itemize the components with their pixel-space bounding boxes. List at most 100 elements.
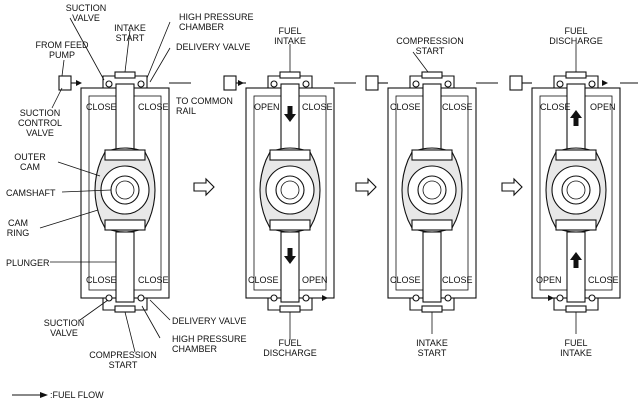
cam-ring-bottom-shoe — [411, 219, 453, 231]
leader-line-6 — [51, 87, 63, 109]
label-high-pressure-chamber-line-2: CHAMBER — [179, 22, 225, 32]
upper-delivery-valve — [302, 80, 310, 88]
stage-transition-arrows — [76, 80, 608, 301]
label-to-common-rail-line-1: TO COMMON — [176, 96, 233, 106]
label-delivery-valve-bottom-line-1: DELIVERY VALVE — [172, 316, 246, 326]
lower-suction-valve — [270, 294, 278, 302]
camshaft — [561, 175, 591, 205]
bottom-cap — [421, 305, 443, 313]
upper-suction-valve — [270, 80, 278, 88]
lower-delivery-valve — [137, 294, 145, 302]
leader-line-8 — [61, 189, 112, 193]
leader-line-5 — [61, 59, 65, 77]
upper-plunger — [115, 83, 135, 151]
cam-ring-bottom-shoe — [104, 219, 146, 231]
label-intake-start-line-2: START — [116, 33, 145, 43]
valve-state-14: OPEN — [590, 102, 616, 112]
label-suction-valve-bottom-line-1: SUCTION — [44, 318, 85, 328]
cam-ring-top-shoe — [104, 149, 146, 161]
label-compression-start-top-line-2: START — [416, 46, 445, 56]
pump-stage-3 — [365, 71, 498, 313]
valve-state-7: CLOSE — [248, 275, 279, 285]
label-outer-cam-line-1: OUTER — [14, 152, 46, 162]
upper-suction-valve — [105, 80, 113, 88]
upper-delivery-valve — [588, 80, 596, 88]
top-cap — [114, 71, 136, 79]
label-intake-start-bottom-line-2: START — [418, 348, 447, 358]
label-intake-start-line-1: INTAKE — [114, 23, 146, 33]
upper-suction-valve — [412, 80, 420, 88]
feed-flow-arrow-1 — [76, 80, 82, 86]
valve-state-6: CLOSE — [302, 102, 333, 112]
valve-state-3: CLOSE — [86, 275, 117, 285]
label-suction-control-valve-line-3: VALVE — [26, 128, 54, 138]
label-high-pressure-chamber-line-1: HIGH PRESSURE — [179, 12, 254, 22]
label-delivery-valve-line-1: DELIVERY VALVE — [176, 42, 250, 52]
label-high-pressure-chamber-bottom-line-2: CHAMBER — [172, 344, 218, 354]
leader-line-14 — [124, 311, 136, 353]
valve-state-1: CLOSE — [86, 102, 117, 112]
top-cap — [565, 71, 587, 79]
top-cap — [421, 71, 443, 79]
upper-delivery-valve — [444, 80, 452, 88]
suction-control-valve — [223, 75, 237, 91]
leader-line-11 — [79, 299, 109, 321]
lower-suction-valve — [556, 294, 564, 302]
camshaft-core — [115, 180, 135, 200]
lower-plunger — [115, 231, 135, 303]
cam-ring-bottom-shoe — [555, 219, 597, 231]
rail-flow-arrow-4 — [602, 80, 608, 86]
stage2-intake-arrow-shaft — [287, 106, 293, 114]
label-camshaft-line-1: CAMSHAFT — [6, 188, 56, 198]
cam-ring-top-shoe — [411, 149, 453, 161]
label-suction-control-valve-line-1: SUCTION — [20, 108, 61, 118]
valve-state-5: OPEN — [254, 102, 280, 112]
upper-plunger — [422, 83, 442, 151]
lower-delivery-valve — [588, 294, 596, 302]
top-cap — [279, 71, 301, 79]
label-fuel-intake-bottom-line-2: INTAKE — [560, 348, 592, 358]
camshaft — [110, 175, 140, 205]
stage4-discharge-arrow-shaft — [573, 118, 579, 126]
stage-transition-arrow-3 — [501, 177, 523, 197]
stage2-discharge-arrow-head — [284, 256, 296, 264]
leader-line-13 — [141, 305, 161, 339]
label-from-feed-pump-line-2: PUMP — [49, 50, 75, 60]
bottom-cap — [565, 305, 587, 313]
valve-state-8: OPEN — [302, 275, 328, 285]
label-compression-start-line-2: START — [109, 360, 138, 370]
label-intake-start-bottom-line-1: INTAKE — [416, 338, 448, 348]
valve-state-12: CLOSE — [442, 275, 473, 285]
bottom-cap — [279, 305, 301, 313]
label-suction-valve-line-2: VALVE — [72, 13, 100, 23]
lower-plunger — [422, 231, 442, 303]
label-fuel-discharge-line-2: DISCHARGE — [263, 348, 317, 358]
label-compression-start-line-1: COMPRESSION — [89, 350, 157, 360]
leader-line-2 — [124, 29, 131, 73]
label-delivery-valve: DELIVERY VALVE — [176, 42, 250, 52]
valve-state-4: CLOSE — [138, 275, 169, 285]
label-fuel-discharge-top-line-1: FUEL — [564, 26, 587, 36]
feed-flow-arrow-4 — [548, 295, 554, 301]
label-delivery-valve-bottom: DELIVERY VALVE — [172, 316, 246, 326]
stage2-intake-arrow-head — [284, 114, 296, 122]
lower-delivery-valve — [444, 294, 452, 302]
label-camshaft: CAMSHAFT — [6, 188, 56, 198]
rail-flow-arrow-2 — [322, 295, 328, 301]
label-high-pressure-chamber-bottom-line-1: HIGH PRESSURE — [172, 334, 247, 344]
leader-line-7 — [57, 161, 101, 177]
leader-line-4 — [149, 47, 171, 83]
